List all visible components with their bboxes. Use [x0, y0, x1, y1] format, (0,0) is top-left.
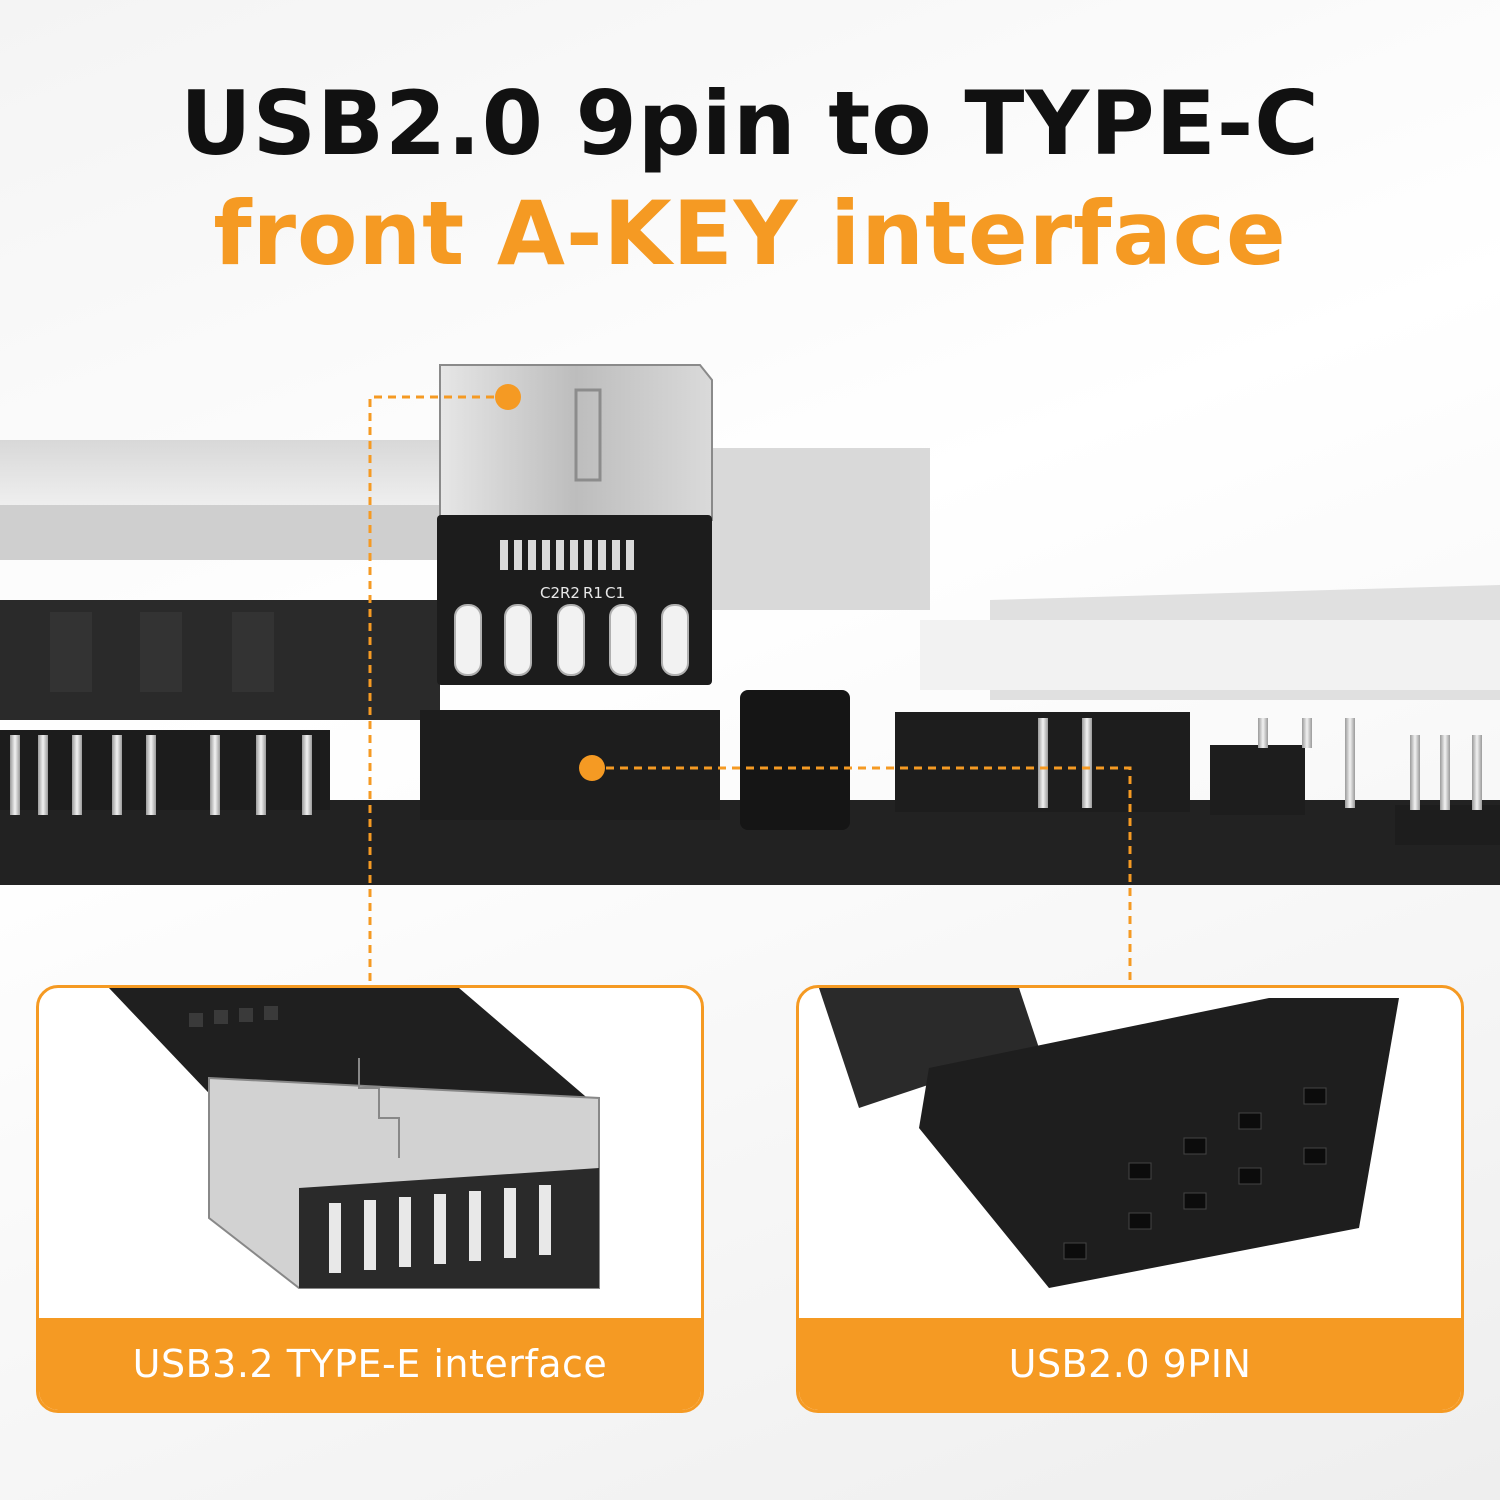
headline-line-2: front A-KEY interface	[213, 182, 1287, 285]
nine-pin-header-image	[819, 988, 1399, 1288]
nine-pin-detail-panel: USB2.0 9PIN	[796, 985, 1464, 1413]
silkscreen-r1: R1	[583, 584, 603, 602]
header-pins	[10, 718, 1482, 815]
silkscreen-c1: C1	[605, 584, 625, 602]
headline-line-1: USB2.0 9pin to TYPE-C	[180, 72, 1320, 175]
callout-dot-bottom	[579, 755, 605, 781]
type-e-caption: USB3.2 TYPE-E interface	[39, 1318, 701, 1410]
adapter-pcb: C2 R2 R1 C1	[437, 515, 712, 685]
silkscreen-c2: C2	[540, 584, 560, 602]
nine-pin-caption: USB2.0 9PIN	[799, 1318, 1461, 1410]
callout-lines	[368, 395, 1132, 995]
type-e-connector-image	[109, 988, 600, 1289]
type-e-detail-panel: USB3.2 TYPE-E interface	[36, 985, 704, 1413]
memory-rail	[0, 440, 1500, 700]
callout-dot-top	[495, 384, 521, 410]
silkscreen-r2: R2	[560, 584, 580, 602]
type-c-port	[439, 364, 713, 521]
